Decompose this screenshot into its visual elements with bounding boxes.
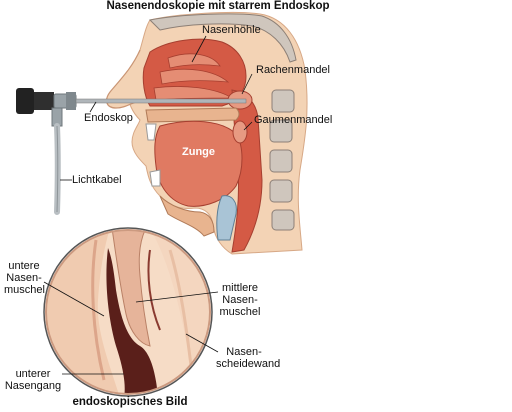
leader-lines-lower: [43, 281, 219, 375]
leader-lines-upper: [60, 35, 253, 181]
endoscope-eyepiece: [16, 88, 34, 114]
head-section: [106, 11, 308, 255]
label-nasenscheidewand-line2: scheidewand: [216, 358, 281, 370]
endoscope-shaft: [75, 98, 247, 104]
label-mittlere-nasenmuschel: mittlere Nasen- muschel: [218, 282, 262, 318]
label-unterer-nasengang-line2: Nasengang: [4, 380, 62, 392]
label-untere-nasenmuschel-line3: muschel: [4, 284, 45, 296]
label-nasenscheidewand: Nasen- scheidewand: [216, 346, 281, 370]
leader-rachenmandel: [241, 73, 253, 95]
concha-upper: [167, 53, 221, 69]
tongue: [154, 120, 243, 207]
label-untere-nasenmuschel-line2: Nasen-: [6, 272, 42, 284]
leader-untere-nasenmuschel: [43, 281, 105, 317]
palate: [145, 107, 240, 123]
leader-nasenhoehle: [191, 35, 207, 63]
label-unterer-nasengang-line1: unterer: [15, 368, 51, 380]
spine: [269, 89, 295, 231]
diagram-title: Nasenendoskopie mit starrem Endoskop: [106, 0, 330, 12]
label-untere-nasenmuschel: untere Nasen- muschel: [4, 260, 45, 296]
label-nasenscheidewand-line1: Nasen-: [226, 346, 262, 358]
endoscopic-view-inner-rim: [45, 229, 211, 395]
skull-bone: [148, 13, 297, 63]
nasal-passage-highlight: [147, 249, 161, 331]
leader-endoskop: [89, 101, 97, 113]
label-nasenhoehle: Nasenhöhle: [202, 24, 261, 36]
jaw: [159, 195, 215, 237]
leader-mittlere-nasenmuschel: [135, 291, 219, 303]
light-cable-edge: [56, 125, 59, 213]
label-mittlere-nasenmuschel-line1: mittlere: [221, 282, 259, 294]
endoscopic-view: [43, 227, 213, 397]
label-zunge: Zunge: [182, 146, 215, 158]
endoscopic-view-caption: endoskopisches Bild: [72, 396, 188, 408]
label-gaumenmandel: Gaumenmandel: [254, 114, 333, 126]
shade-left: [91, 239, 106, 381]
upper-teeth: [145, 123, 157, 141]
label-mittlere-nasenmuschel-line2: Nasen-: [222, 294, 258, 306]
lower-teeth: [149, 169, 161, 187]
endoscope: [16, 88, 247, 215]
label-lichtkabel: Lichtkabel: [72, 174, 122, 186]
nasal-passage-dark: [106, 248, 158, 394]
label-unterer-nasengang: unterer Nasengang: [4, 368, 62, 392]
label-untere-nasenmuschel-line1: untere: [8, 260, 40, 272]
leader-gaumenmandel: [243, 121, 253, 131]
label-mittlere-nasenmuschel-line3: muschel: [219, 306, 261, 318]
label-rachenmandel: Rachenmandel: [256, 64, 330, 76]
larynx: [216, 195, 237, 241]
leader-nasenscheidewand: [185, 333, 219, 353]
tonsil: [232, 120, 248, 144]
label-endoskop: Endoskop: [84, 112, 133, 124]
middle-concha-view: [111, 230, 151, 347]
endoscope-collar: [66, 92, 76, 110]
concha-middle: [159, 68, 230, 85]
endoscope-body-dark: [34, 92, 54, 110]
